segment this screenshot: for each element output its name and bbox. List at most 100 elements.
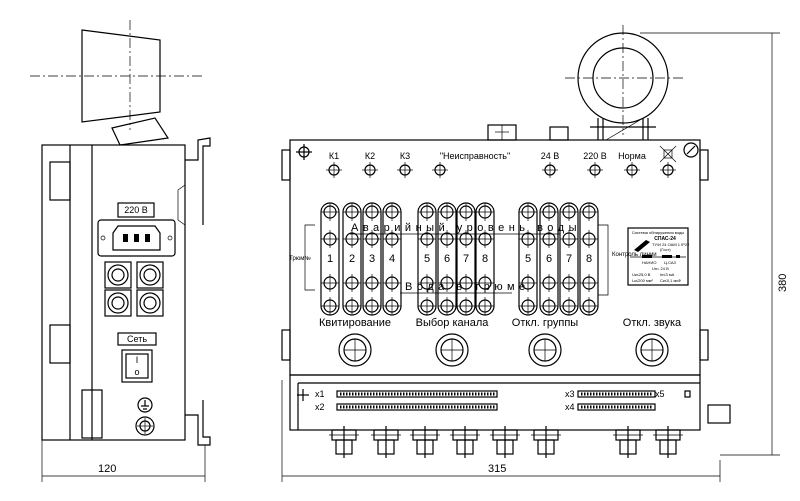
- terminal-column: 1: [320, 202, 340, 316]
- terminal-column: 7: [559, 202, 579, 316]
- indicator-led: [326, 162, 342, 178]
- connector-strip: [684, 390, 691, 398]
- cable-gland: [490, 426, 520, 458]
- indicator-label: Норма: [618, 151, 646, 161]
- siren-horn: [81, 29, 161, 123]
- power-socket: [97, 219, 176, 257]
- voltage-label: 220 В: [124, 205, 148, 215]
- svg-text:Ц.САЗ: Ц.САЗ: [664, 260, 676, 265]
- cable-gland: [410, 426, 440, 458]
- button-label: Откл. звука: [623, 317, 682, 329]
- mount-clip-top: [185, 137, 211, 225]
- nameplate: Система обнаружения воды СПАС-24 ТУ/И 24…: [627, 227, 690, 286]
- connector-label: х5: [655, 389, 665, 399]
- dim-side-width: 120: [98, 463, 116, 475]
- indicator-label: К1: [329, 151, 339, 161]
- button-label: Выбор канала: [416, 317, 490, 329]
- dimensions: 120 315 380: [41, 32, 789, 482]
- panel-button[interactable]: [635, 333, 669, 367]
- screw-icon: [683, 142, 699, 158]
- switch-on-mark: I: [136, 355, 139, 365]
- connector-label: х3: [565, 389, 575, 399]
- panel-button[interactable]: [528, 333, 562, 367]
- indicator-label: К2: [365, 151, 375, 161]
- line-control-label: Контроль линии: [612, 252, 657, 258]
- mute-icon: [659, 145, 677, 163]
- channel-number: 3: [369, 253, 375, 265]
- terminal-column: 5: [518, 202, 538, 316]
- button-label: Откл. группы: [512, 317, 578, 329]
- svg-text:Uн= 24 В: Uн= 24 В: [652, 266, 669, 271]
- terminal-column: 8: [579, 202, 599, 316]
- terminal-column: 5: [417, 202, 437, 316]
- channel-number: 7: [463, 253, 469, 265]
- dim-front-width: 315: [488, 463, 506, 475]
- channel-number: 7: [566, 253, 572, 265]
- plus-icon: [297, 389, 309, 401]
- side-body: [41, 144, 186, 441]
- ground-icon: [135, 397, 155, 436]
- indicator-led: [362, 162, 378, 178]
- panel-button[interactable]: [338, 333, 372, 367]
- alarm-level-label: Аварийный уровень воды: [351, 222, 581, 234]
- screw-icon: [296, 144, 312, 160]
- cable-gland: [531, 426, 561, 458]
- channel-number: 8: [482, 253, 488, 265]
- indicator-label: 24 В: [541, 151, 560, 161]
- svg-text:Uк≤25,0 В: Uк≤25,0 В: [632, 272, 651, 277]
- indicator-led: [542, 162, 558, 178]
- logo-icon: [634, 240, 650, 252]
- terminal-column: 4: [382, 202, 402, 316]
- cable-gland: [450, 426, 480, 458]
- svg-text:Система обнаружения воды: Система обнаружения воды: [632, 230, 685, 235]
- cable-gland: [329, 426, 359, 458]
- connector-strip: [336, 403, 498, 411]
- svg-text:Cк≤0,1 мкФ: Cк≤0,1 мкФ: [660, 278, 681, 283]
- connector-label: х4: [565, 402, 575, 412]
- indicator-led: [660, 162, 676, 178]
- channel-number: 4: [389, 253, 395, 265]
- connector-strip: [577, 390, 656, 398]
- indicator-led: [587, 162, 603, 178]
- horn-bracket: [111, 117, 170, 146]
- button-label: Квитирование: [319, 317, 391, 329]
- network-label: Сеть: [127, 334, 147, 344]
- channel-number: 1: [327, 253, 333, 265]
- indicator-label: "Неисправность": [440, 151, 510, 161]
- channel-number: 5: [525, 253, 531, 265]
- terminal-column: 8: [475, 202, 495, 316]
- panel-button[interactable]: [435, 333, 469, 367]
- connector-label: х1: [315, 389, 325, 399]
- channel-number: 6: [546, 253, 552, 265]
- cable-gland: [653, 426, 683, 458]
- svg-text:НАНИО: НАНИО: [642, 260, 656, 265]
- bilge-water-label: Вода в трюме: [405, 281, 530, 293]
- cable-gland: [613, 426, 643, 458]
- power-switch[interactable]: I o: [121, 349, 153, 383]
- channel-number: 2: [349, 253, 355, 265]
- terminal-column: 2: [342, 202, 362, 316]
- round-connectors: [104, 261, 164, 317]
- indicator-led: [432, 162, 448, 178]
- connector-strip: [577, 403, 656, 411]
- svg-text:ТУ/И 24 ОАМ 1 IP22: ТУ/И 24 ОАМ 1 IP22: [652, 242, 690, 247]
- channel-number: 8: [586, 253, 592, 265]
- siren: [565, 25, 685, 141]
- svg-text:Iн≤3 мА: Iн≤3 мА: [660, 272, 675, 277]
- switch-off-mark: o: [134, 367, 139, 377]
- terminal-column: 7: [456, 202, 476, 316]
- mount-clip-bottom: [185, 400, 211, 446]
- terminal-column: 6: [539, 202, 559, 316]
- channel-number: 6: [444, 253, 450, 265]
- connector-label: х2: [315, 402, 325, 412]
- svg-text:Lк≤200 мм²: Lк≤200 мм²: [632, 278, 653, 283]
- svg-text:СПАС-24: СПАС-24: [654, 236, 676, 242]
- dim-height: 380: [777, 274, 789, 292]
- svg-text:(Гост): (Гост): [660, 247, 671, 252]
- indicator-label: К3: [400, 151, 410, 161]
- side-view: 220 В Сеть I o: [30, 20, 211, 446]
- indicator-led: [624, 162, 640, 178]
- hold-label: Трюм№: [289, 255, 311, 262]
